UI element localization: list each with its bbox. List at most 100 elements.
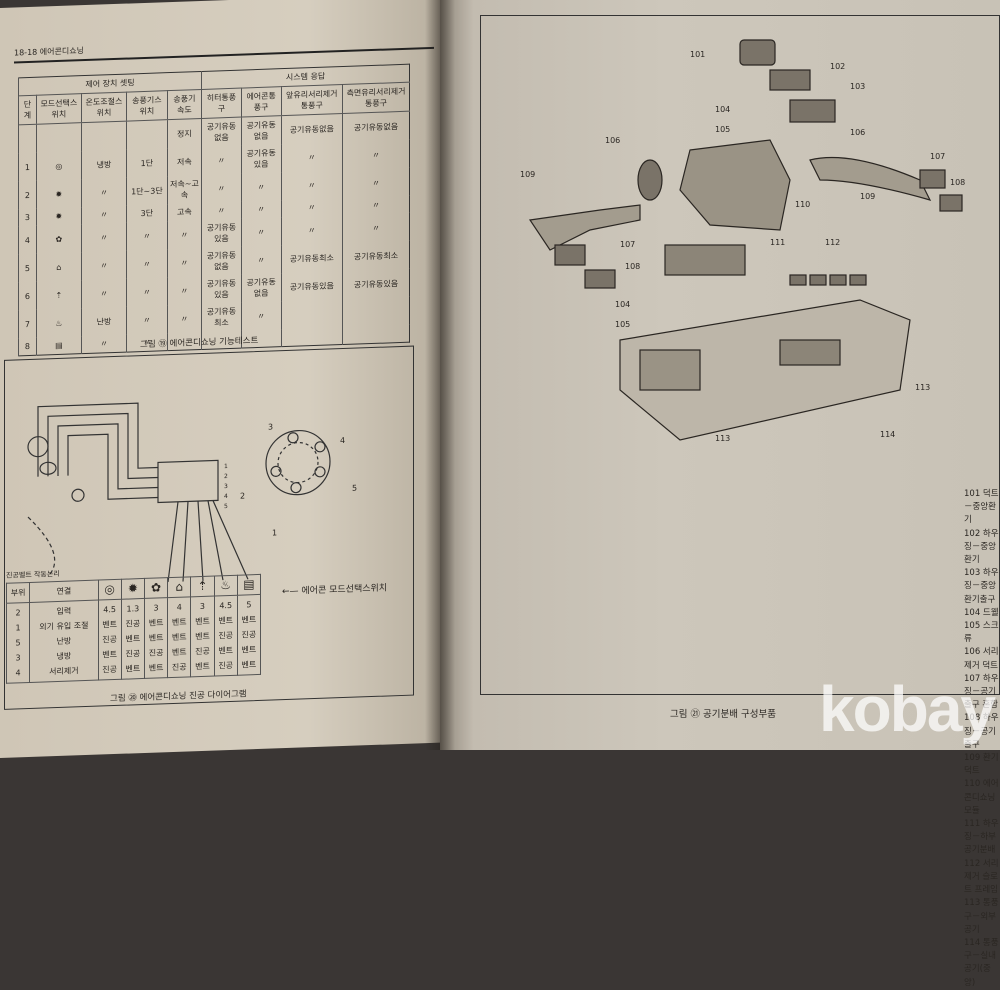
table-cell (281, 299, 343, 330)
vacuum-hose-diagram (27, 402, 331, 583)
table-cell: 공기유동있음 (241, 144, 282, 174)
mode-icon: ✿ (144, 577, 168, 599)
mode-value: 3 (199, 601, 206, 612)
legend-item: 106 서리제거 덕트 (964, 647, 999, 671)
part-number-label: 101 (690, 50, 706, 59)
part-number-label: 114 (880, 430, 896, 439)
table-cell: 공기유동최소 (201, 302, 242, 332)
part-number-label: 102 (830, 62, 846, 71)
part-number-label: 104 (615, 300, 631, 309)
mode-value: 벤트 (171, 632, 187, 642)
table-cell: 〃 (201, 145, 242, 175)
table-cell: ♨ (36, 308, 82, 338)
port-number: 5 (15, 638, 21, 648)
legend-item: 107 하우징－공기출구 혼합 (964, 673, 999, 711)
table-cell: 공기유동없음 (342, 111, 410, 143)
table-cell: 공기유동없음 (241, 273, 282, 303)
table-cell: 〃 (201, 201, 242, 220)
mode-value: 벤트 (241, 645, 257, 655)
column-header: 단계 (18, 95, 37, 125)
mode-value: 진공 (195, 646, 210, 657)
table-cell: 〃 (81, 222, 127, 253)
exploded-parts-diagram (528, 39, 963, 441)
mode-value: 진공 (171, 662, 187, 672)
table-cell: 〃 (81, 334, 127, 354)
mode-value: 진공 (218, 630, 234, 641)
mode-value: 진공 (102, 634, 118, 645)
port-number: 4 (15, 668, 21, 678)
column-header: 송풍기속도 (167, 89, 202, 120)
table-cell: 〃 (342, 139, 410, 171)
table-cell: 〃 (281, 170, 343, 201)
connection-label: 서리제거 (49, 666, 79, 677)
port-label: 3 (268, 422, 274, 432)
table-cell: 1 (18, 152, 37, 182)
table-cell: 〃 (81, 278, 127, 309)
legend-item: 110 에어콘디쇼닝 모듈 (964, 779, 999, 816)
part-number-label: 110 (795, 200, 811, 209)
table-cell: 〃 (167, 303, 202, 334)
legend-item: 103 하우징－중앙환기출구 (964, 568, 999, 605)
table-cell: 6 (18, 281, 37, 311)
legend-item: 114 통풍구－실내공기(중앙) (964, 937, 999, 988)
table-cell: 1단~3단 (126, 176, 168, 206)
table-cell: ✹ (36, 179, 82, 209)
mode-value: 벤트 (195, 661, 210, 672)
legend-item: 109 환기덕트 (964, 753, 999, 777)
connection-label: 외기 유입 조절 (39, 620, 89, 632)
table-cell: 공기유동있음 (281, 271, 343, 302)
table-cell: 저속 (167, 146, 202, 177)
part-number-label: 108 (625, 262, 641, 271)
part-number-label: 104 (715, 105, 731, 114)
table-cell: 〃 (241, 172, 282, 202)
table-cell: 〃 (126, 305, 168, 335)
table-cell: 〃 (342, 212, 410, 244)
table-cell: 공기유동없음 (241, 115, 282, 146)
table-cell: 1단 (126, 148, 168, 178)
mode-value: 벤트 (102, 649, 118, 660)
figure-21-caption: 그림 ㉑ 공기분배 구성부품 (670, 709, 776, 720)
table-cell: 〃 (281, 142, 343, 173)
port-number: 1 (15, 623, 21, 633)
table-cell: 〃 (281, 215, 343, 246)
table-cell: 8 (18, 337, 37, 356)
table-cell: ◎ (36, 151, 82, 181)
mode-value: 벤트 (218, 615, 234, 626)
mode-value: 벤트 (148, 633, 164, 643)
legend-item: 112 서리제거 슬로트 프레임 (964, 858, 999, 896)
table-cell (18, 124, 37, 154)
mode-value: 진공 (218, 660, 234, 671)
table-cell: 정지 (167, 118, 202, 149)
part-number-label: 109 (520, 170, 536, 179)
mode-value: 진공 (125, 649, 141, 659)
column-header: 송풍기스위치 (126, 90, 168, 122)
mode-value: 진공 (241, 630, 257, 640)
table-cell: 〃 (126, 221, 168, 251)
watermark-logo: kobay (819, 673, 996, 745)
legend-item: 101 덕트－중앙환기 (964, 489, 999, 526)
port-number: 3 (15, 653, 21, 663)
mode-icon: ✹ (121, 578, 145, 600)
table-cell: 〃 (167, 247, 202, 278)
legend-item: 108 하우징－공기출구 (964, 713, 999, 750)
port-label: 4 (340, 435, 346, 446)
table-cell: 〃 (81, 250, 127, 281)
part-number-label: 103 (850, 82, 866, 91)
table-cell: ⇡ (36, 280, 82, 310)
table-cell: 〃 (81, 205, 127, 225)
mode-value: 진공 (125, 619, 141, 629)
part-number-label: 111 (770, 238, 786, 247)
part-number-label: 112 (825, 238, 841, 247)
table-cell: 고속 (167, 202, 202, 222)
mode-icon: ⌂ (167, 576, 191, 598)
port-label: 2 (240, 491, 246, 501)
legend-item: 102 하우징－중앙환기 (964, 528, 999, 566)
table-cell: 3 (18, 208, 37, 227)
mode-value: 벤트 (218, 645, 234, 656)
part-number-label: 109 (860, 192, 876, 201)
table-cell: 공기유동있음 (201, 218, 242, 248)
